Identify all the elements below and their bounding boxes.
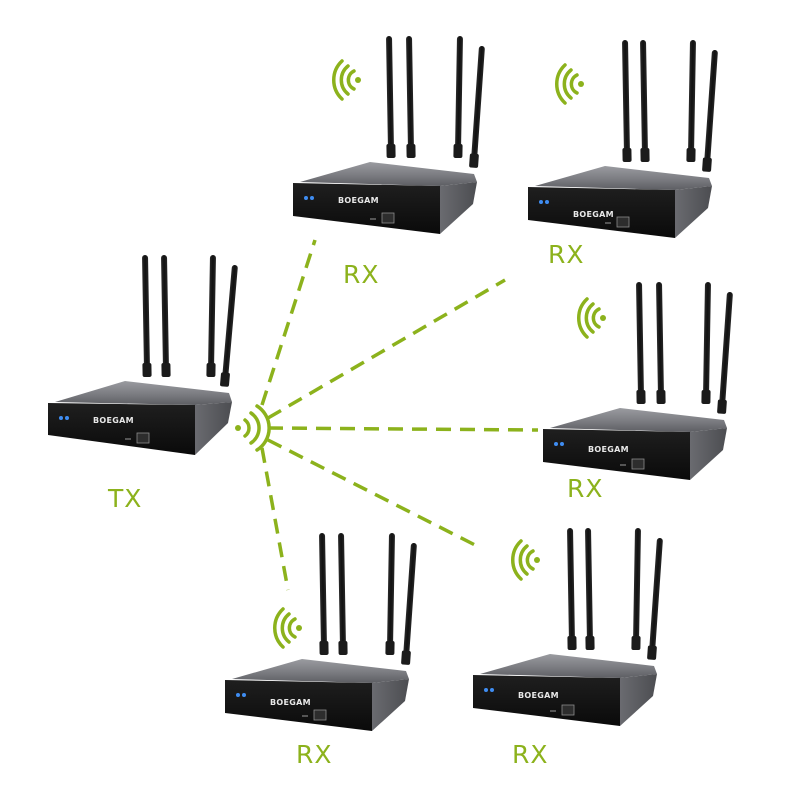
wifi-signal-icon xyxy=(273,607,302,649)
wifi-signal-icon xyxy=(577,297,606,339)
link-to-rx-3 xyxy=(267,426,539,432)
link-to-rx-5 xyxy=(267,438,476,547)
link-to-rx-4 xyxy=(260,447,290,591)
signal-links xyxy=(260,239,539,591)
wifi-signal-icon xyxy=(332,59,361,101)
tx-brand-logo: BOEGAM xyxy=(93,416,134,425)
receiver-device-rx-3: BOEGAM xyxy=(543,281,735,480)
rx-1-brand-logo: BOEGAM xyxy=(338,196,379,205)
rx-1-label: RX xyxy=(343,260,380,289)
antennas xyxy=(384,35,487,169)
antennas xyxy=(634,281,735,415)
rx-3-brand-logo: BOEGAM xyxy=(588,445,629,454)
rx-2-brand-logo: BOEGAM xyxy=(573,210,614,219)
receiver-device-rx-1: BOEGAM xyxy=(293,35,487,234)
rx-3-label: RX xyxy=(567,474,604,503)
rx-4-brand-logo: BOEGAM xyxy=(270,698,311,707)
rx-2-label: RX xyxy=(548,240,585,269)
wifi-signal-icon xyxy=(511,539,540,581)
transmitter-device: BOEGAM xyxy=(48,254,240,455)
tx-label: TX xyxy=(107,484,142,513)
rx-4-label: RX xyxy=(296,740,333,769)
antennas xyxy=(565,527,665,661)
antennas xyxy=(140,254,240,387)
wifi-signal-icon xyxy=(235,404,271,452)
receiver-device-rx-2: BOEGAM xyxy=(528,39,720,238)
link-to-rx-2 xyxy=(267,278,506,420)
antennas xyxy=(620,39,720,173)
receiver-device-rx-4: BOEGAM xyxy=(225,532,419,731)
rx-5-brand-logo: BOEGAM xyxy=(518,691,559,700)
link-to-rx-1 xyxy=(260,239,317,406)
wifi-signal-icon xyxy=(555,63,584,105)
receiver-device-rx-5: BOEGAM xyxy=(473,527,665,726)
antennas xyxy=(317,532,419,666)
rx-5-label: RX xyxy=(512,740,549,769)
